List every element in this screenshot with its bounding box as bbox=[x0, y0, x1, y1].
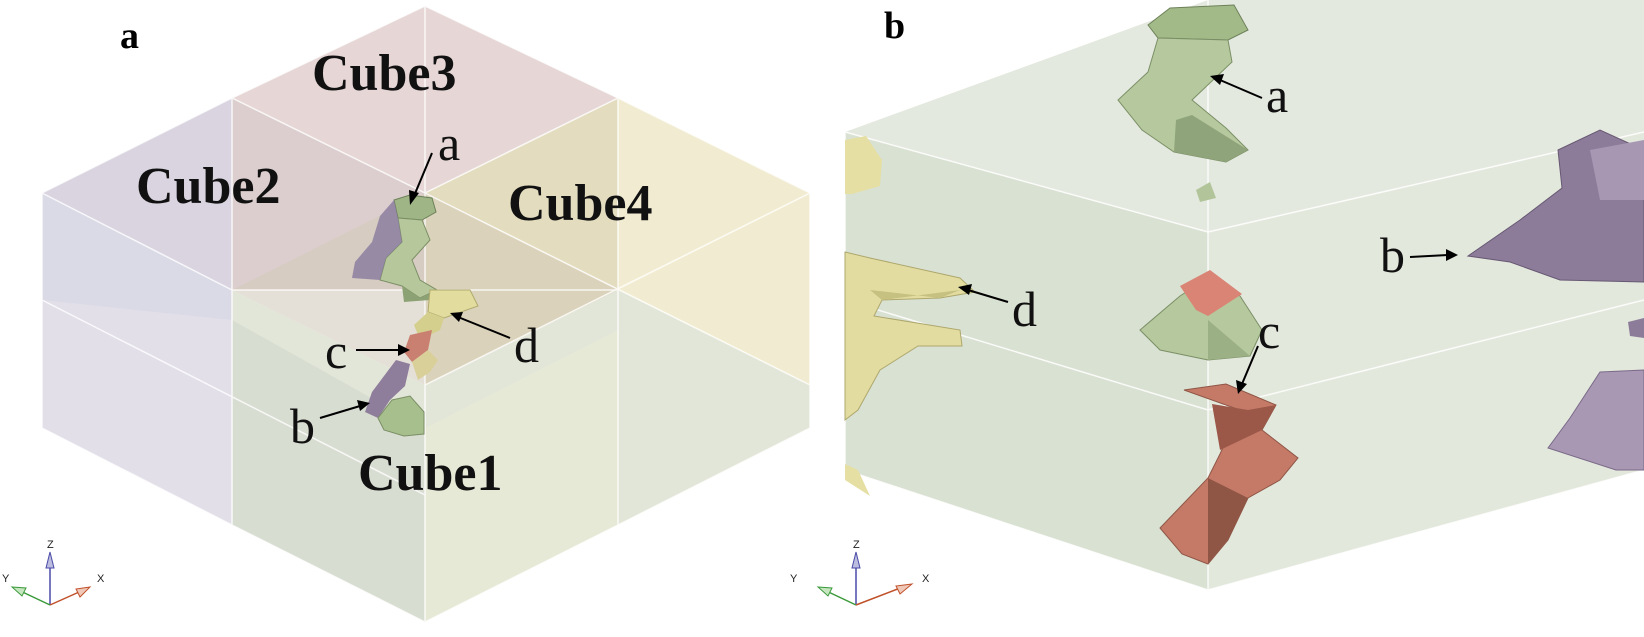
panel-a: a Cube3 Cube2 Cube4 Cube1 a d c b bbox=[2, 5, 811, 623]
callout-b-c-label: c bbox=[1258, 303, 1280, 359]
axis-y-label-a: Y bbox=[2, 573, 10, 585]
callout-a-label: a bbox=[438, 115, 460, 171]
cube4-label: Cube4 bbox=[508, 175, 652, 232]
callout-a: a bbox=[409, 115, 460, 205]
callout-d-label: d bbox=[514, 317, 539, 373]
callout-b-b-label: b bbox=[1380, 227, 1405, 283]
callout-b: b bbox=[290, 398, 370, 454]
callout-b-a: a bbox=[1210, 67, 1288, 123]
cube3-label: Cube3 bbox=[312, 45, 456, 102]
callout-b-label: b bbox=[290, 398, 315, 454]
grain-a-green bbox=[352, 194, 439, 302]
callout-c: c bbox=[325, 323, 410, 379]
box-b-left bbox=[845, 132, 1208, 590]
callout-b-d: d bbox=[958, 281, 1037, 337]
axis-y-label-b: Y bbox=[790, 573, 798, 585]
axis-z-label-a: Z bbox=[47, 539, 54, 551]
axis-z-label-b: Z bbox=[853, 539, 860, 551]
cube1-left bbox=[232, 320, 425, 622]
axis-triad-b: Z Y X bbox=[790, 539, 930, 606]
cube1-label: Cube1 bbox=[358, 445, 502, 502]
callout-b-d-label: d bbox=[1012, 281, 1037, 337]
panel-b-letter: b bbox=[884, 5, 905, 47]
cube2-label: Cube2 bbox=[136, 158, 280, 215]
grain-b-d-yellow bbox=[844, 136, 977, 496]
grain-b-b-purple bbox=[1466, 129, 1644, 471]
grain-b-c-red bbox=[1159, 270, 1299, 565]
cube2-lower bbox=[42, 300, 232, 525]
callout-d: d bbox=[450, 312, 539, 373]
cube-edges bbox=[41, 5, 811, 623]
grain-b-purple bbox=[365, 360, 425, 437]
axis-triad-a: Z Y X bbox=[2, 539, 105, 606]
callout-b-c: c bbox=[1236, 303, 1280, 394]
box-b-top bbox=[845, 0, 1644, 232]
callout-b-b: b bbox=[1380, 227, 1458, 283]
panel-b: b a b d c Z bbox=[790, 0, 1644, 606]
grain-b-a-green bbox=[1117, 4, 1249, 202]
callout-b-a-label: a bbox=[1266, 67, 1288, 123]
callout-c-label: c bbox=[325, 323, 347, 379]
axis-x-label-a: X bbox=[97, 573, 105, 585]
axis-x-label-b: X bbox=[922, 573, 930, 585]
grain-c-red bbox=[404, 330, 438, 380]
panel-a-letter: a bbox=[120, 15, 139, 57]
